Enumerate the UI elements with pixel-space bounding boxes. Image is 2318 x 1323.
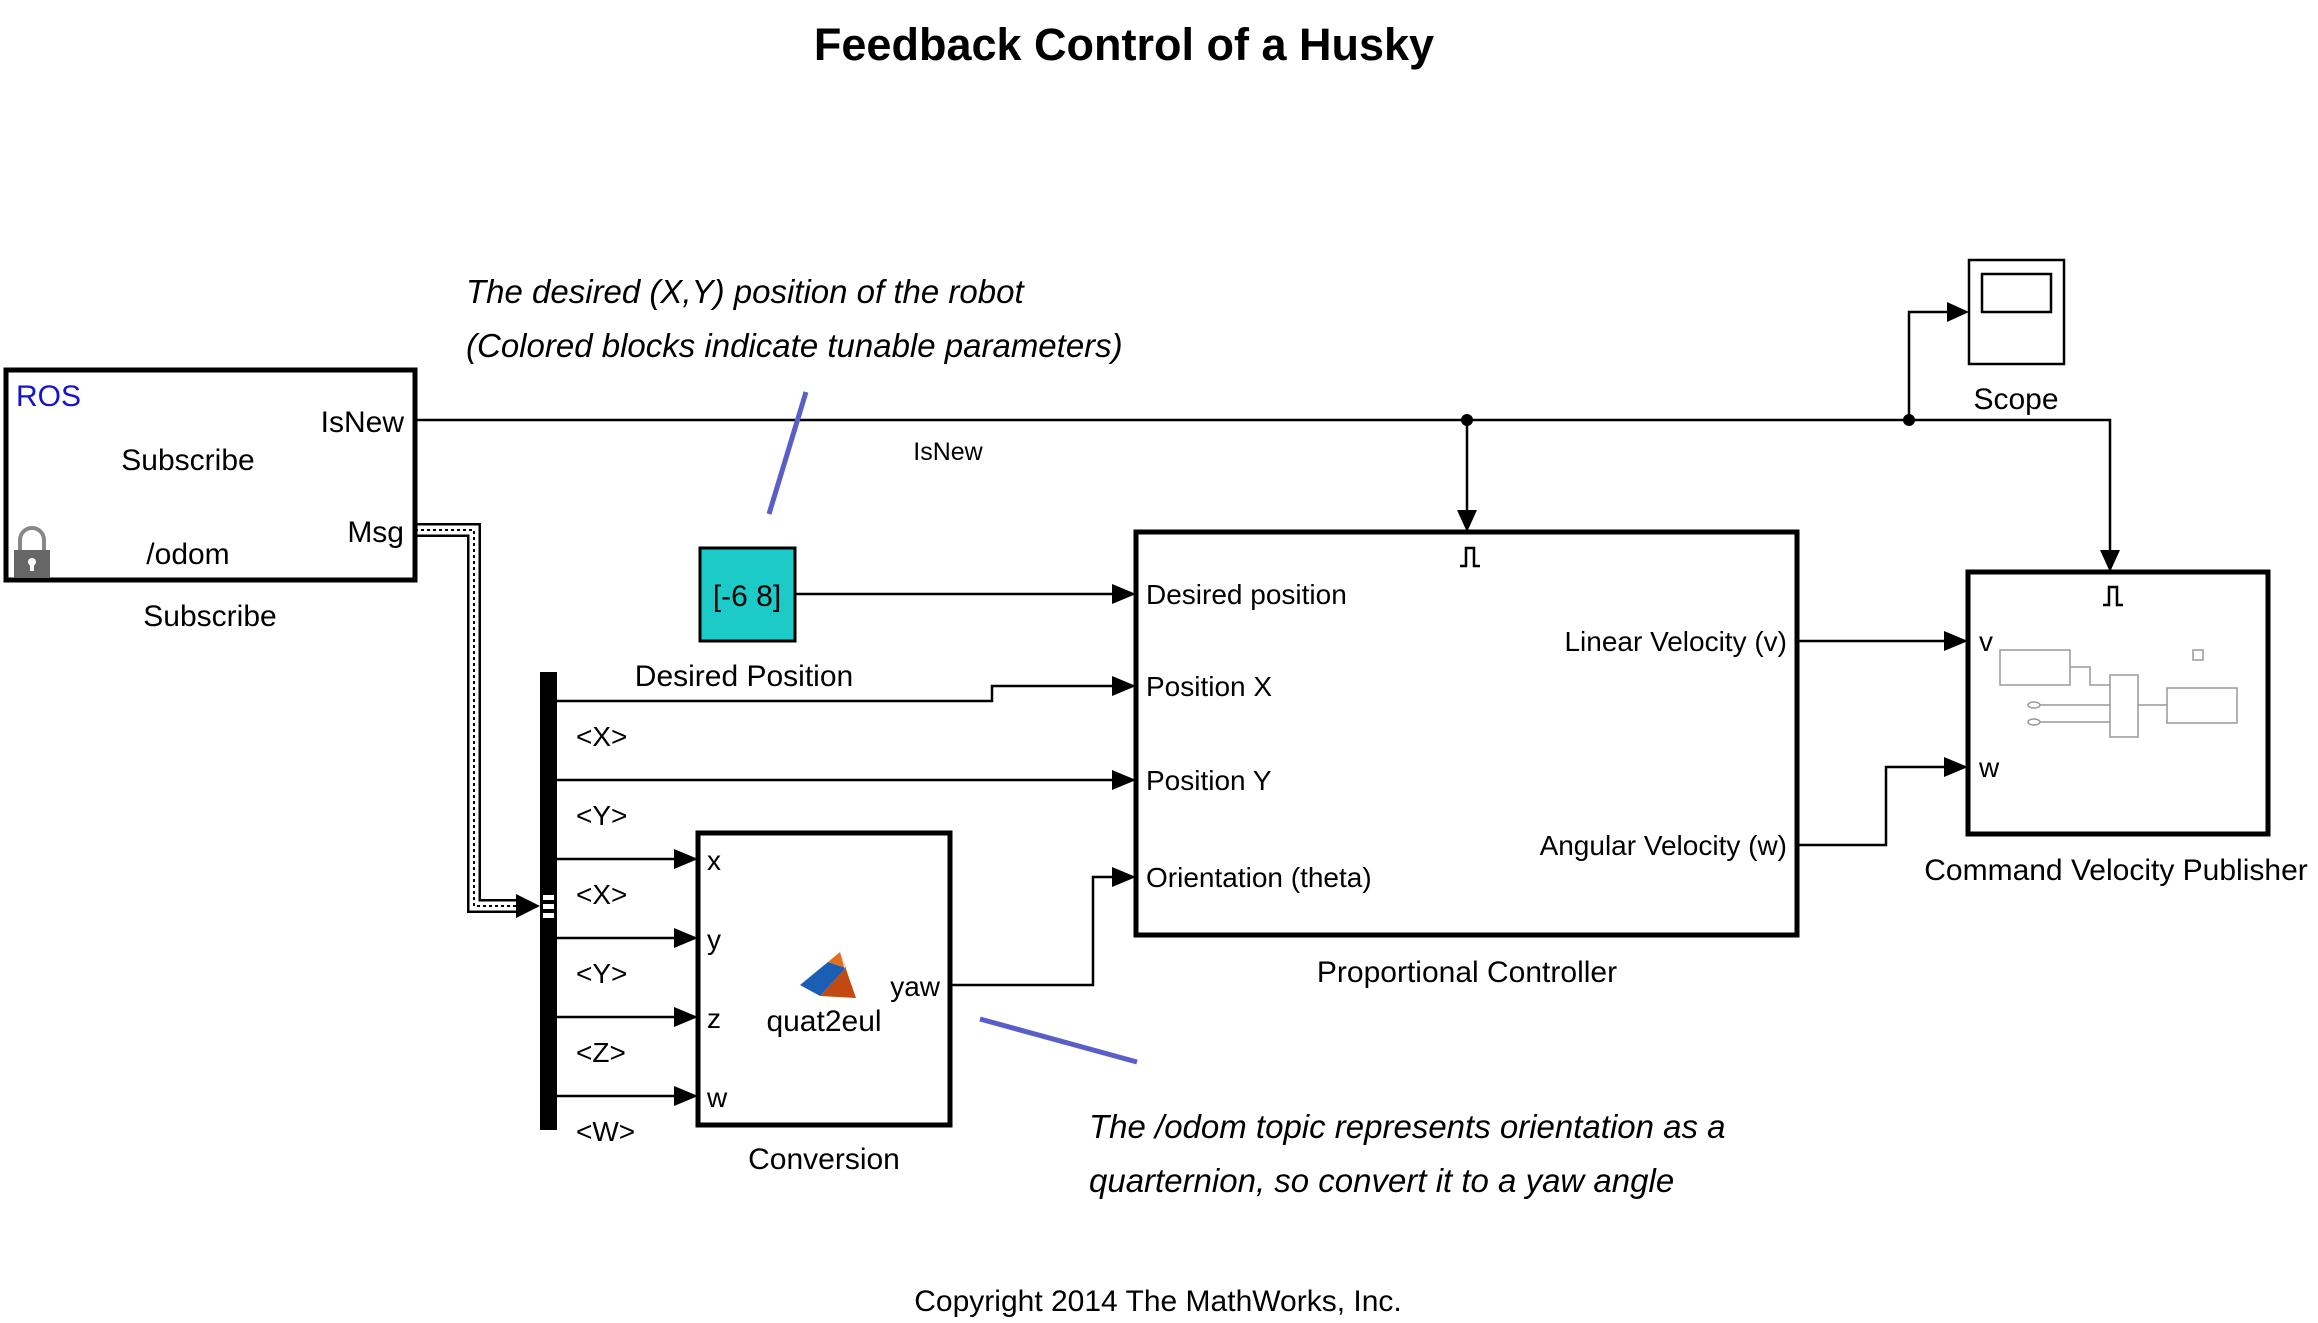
diagram-title: Feedback Control of a Husky	[814, 19, 1434, 70]
ros-tag: ROS	[16, 380, 81, 413]
subscribe-block[interactable]: ROS Subscribe /odom IsNew Msg	[3, 367, 418, 583]
conversion-caption: Conversion	[748, 1143, 900, 1176]
callout-line	[766, 391, 809, 515]
bus-output-label: <Y>	[576, 958, 627, 989]
position-x-wire	[556, 684, 1114, 703]
bus-output-label: <X>	[576, 879, 627, 910]
input-port-label: w	[706, 1082, 728, 1113]
isnew-signal-label: IsNew	[913, 438, 983, 466]
input-port-label: Orientation (theta)	[1146, 862, 1372, 893]
input-port-label: z	[707, 1003, 721, 1034]
scope-screen-icon	[1980, 272, 2053, 314]
bus-output-label: <Y>	[576, 800, 627, 831]
matlab-logo-icon	[800, 952, 856, 998]
trigger-pulse-icon	[1460, 546, 1480, 568]
input-port-label: Position Y	[1146, 765, 1272, 796]
topic-label: /odom	[146, 538, 229, 571]
conversion-block[interactable]: x y z w yaw quat2eul	[695, 830, 953, 1128]
lock-icon	[14, 526, 50, 578]
trigger-pulse-icon	[2103, 585, 2123, 607]
branch-point	[1461, 414, 1473, 426]
proportional-controller-block[interactable]: Desired position Position X Position Y O…	[1133, 529, 1800, 938]
desired-position-annotation: The desired (X,Y) position of the robot …	[466, 273, 1123, 515]
angular-velocity-wire	[1797, 765, 1946, 847]
isnew-to-scope-wire	[1907, 310, 1955, 420]
command-velocity-publisher-block[interactable]: v w	[1965, 569, 2271, 837]
input-port-label: v	[1979, 626, 1993, 657]
bus-selector-outputs: <X> <Y> <X> <Y> <Z> <W>	[576, 721, 635, 1147]
annotation-line: The desired (X,Y) position of the robot	[466, 273, 1025, 310]
isnew-port-label: IsNew	[321, 406, 405, 439]
input-port-label: w	[1978, 752, 2000, 783]
output-port-label: Angular Velocity (w)	[1540, 830, 1787, 861]
output-port-label: Linear Velocity (v)	[1564, 626, 1787, 657]
publisher-caption: Command Velocity Publisher	[1924, 854, 2308, 887]
controller-caption: Proportional Controller	[1317, 956, 1617, 989]
input-port-label: Desired position	[1146, 579, 1347, 610]
bus-output-label: <Z>	[576, 1037, 626, 1068]
output-port-label: yaw	[890, 971, 941, 1002]
bus-output-label: <W>	[576, 1116, 635, 1147]
msg-bus-wire	[415, 523, 520, 913]
bus-output-label: <X>	[576, 721, 627, 752]
branch-point	[1903, 414, 1915, 426]
signal-wires	[415, 302, 2120, 1106]
scope-caption: Scope	[1973, 383, 2058, 416]
copyright-text: Copyright 2014 The MathWorks, Inc.	[914, 1285, 1401, 1318]
msg-port-label: Msg	[347, 516, 404, 549]
subsystem-preview-icon	[1999, 649, 2238, 738]
subscribe-heading: Subscribe	[121, 444, 254, 477]
subscribe-caption: Subscribe	[143, 600, 276, 633]
annotation-line: (Colored blocks indicate tunable paramet…	[466, 327, 1123, 364]
scope-block[interactable]	[1967, 258, 2066, 366]
bus-selector-block[interactable]	[540, 672, 557, 1130]
input-port-label: Position X	[1146, 671, 1272, 702]
desired-position-caption: Desired Position	[635, 660, 853, 693]
function-name: quat2eul	[766, 1005, 881, 1038]
input-port-label: y	[707, 924, 721, 955]
odom-annotation: The /odom topic represents orientation a…	[979, 1016, 1726, 1199]
yaw-wire	[950, 875, 1114, 987]
isnew-wire	[415, 418, 2112, 558]
desired-position-value: [-6 8]	[713, 580, 781, 613]
input-port-label: x	[707, 845, 721, 876]
annotation-line: The /odom topic represents orientation a…	[1089, 1108, 1726, 1145]
annotation-line: quarternion, so convert it to a yaw angl…	[1089, 1162, 1674, 1199]
callout-line	[979, 1016, 1138, 1065]
desired-position-block[interactable]: [-6 8]	[698, 546, 797, 643]
